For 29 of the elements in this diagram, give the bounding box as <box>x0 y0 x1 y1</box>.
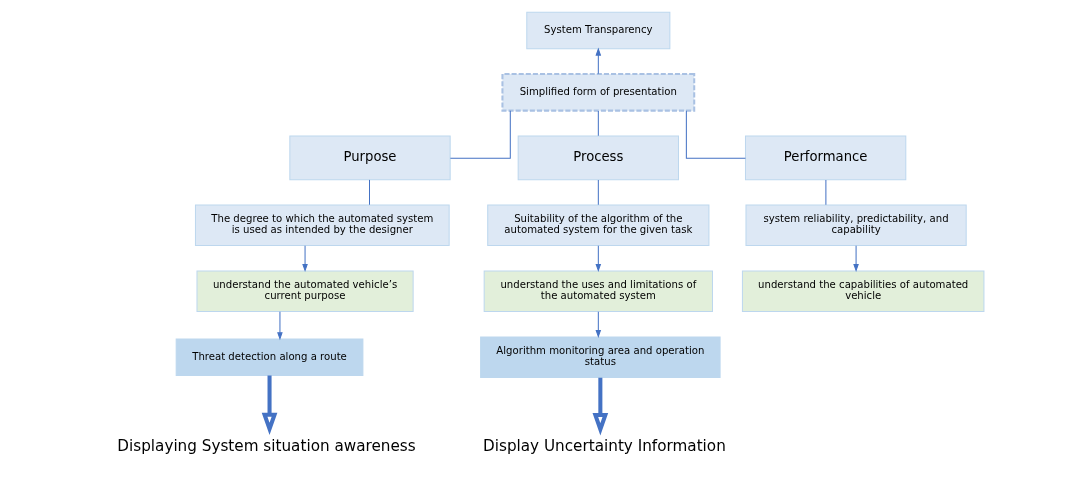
node-box: Threat detection along a route <box>175 338 364 376</box>
connector <box>369 179 370 206</box>
connector <box>825 179 827 206</box>
node-box: understand the automated vehicle’s current purpose <box>196 270 414 313</box>
connector <box>597 110 599 137</box>
node-box: Simplified form of presentation <box>501 73 696 112</box>
arrow <box>595 47 602 75</box>
node-text: Display Uncertainty Information <box>483 437 726 456</box>
node-box: Process <box>517 135 679 181</box>
node-box: Algorithm monitoring area and operation status <box>480 336 721 379</box>
arrow <box>853 245 859 273</box>
arrow <box>261 375 278 436</box>
arrow <box>302 245 308 273</box>
node-text: Displaying System situation awareness <box>117 437 416 456</box>
node-box: Purpose <box>289 135 451 181</box>
node-box: system reliability, predictability, and capability <box>745 204 967 247</box>
arrow <box>592 377 609 436</box>
arrow <box>277 311 283 341</box>
node-box: System Transparency <box>526 11 671 50</box>
node-box: understand the uses and limitations of the automated system <box>483 270 713 313</box>
node-box: Performance <box>744 135 907 181</box>
node-box: The degree to which the automated system is used as intended by the designer <box>194 204 450 247</box>
connector <box>685 110 746 159</box>
node-box: Suitability of the algorithm of the automated system for the given task <box>487 204 710 247</box>
node-box: understand the capabilities of automated vehicle <box>741 270 985 313</box>
connector <box>449 110 511 159</box>
connector <box>597 179 599 206</box>
arrow <box>595 311 602 339</box>
arrow <box>595 245 602 273</box>
